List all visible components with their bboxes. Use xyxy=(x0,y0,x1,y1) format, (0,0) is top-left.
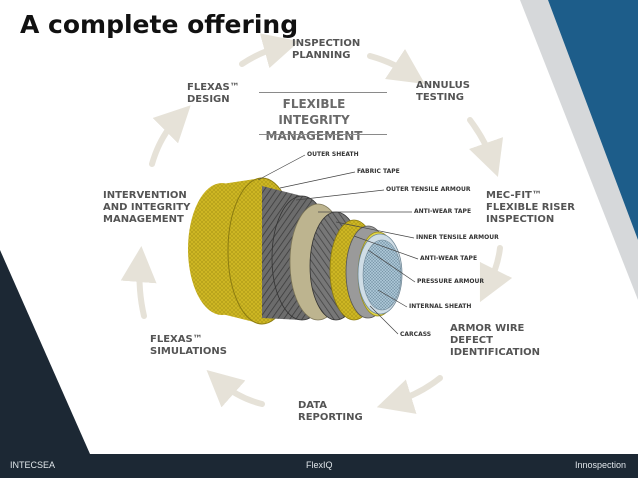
footer-center-text: FlexIQ xyxy=(306,460,333,470)
layer-outer-tensile-armour: OUTER TENSILE ARMOUR xyxy=(386,186,471,193)
center-title: FLEXIBLE INTEGRITY MANAGEMENT xyxy=(265,97,363,143)
layer-anti-wear-tape-outer: ANTI-WEAR TAPE xyxy=(414,208,472,215)
slide-title: A complete offering xyxy=(20,10,299,39)
footer-left-text: INTECSEA xyxy=(10,460,56,470)
arrow-1 xyxy=(367,49,425,84)
step-data-reporting: DATA REPORTING xyxy=(298,400,363,423)
step-flexas-design: FLEXAS™ DESIGN xyxy=(187,82,240,105)
arrow-2 xyxy=(467,117,504,177)
step-armor-wire-defect: ARMOR WIRE DEFECT IDENTIFICATION xyxy=(450,323,541,358)
left-navy-band xyxy=(0,250,90,454)
right-navy-band xyxy=(520,0,638,300)
right-blue-band xyxy=(548,0,638,240)
step-annulus-testing: ANNULUS TESTING xyxy=(416,80,470,103)
arrow-6 xyxy=(120,246,157,319)
footer-bar: INTECSEA FlexIQ Innospection xyxy=(0,454,638,478)
center-rule-top xyxy=(259,92,387,93)
cycle-arrows xyxy=(120,33,513,414)
arrow-7 xyxy=(149,105,191,167)
step-intervention-management: INTERVENTION AND INTEGRITY MANAGEMENT xyxy=(103,190,191,225)
arrow-5 xyxy=(206,370,265,408)
pipe-illustration xyxy=(188,177,403,325)
layer-pressure-armour: PRESSURE ARMOUR xyxy=(417,278,484,285)
layer-anti-wear-tape-inner: ANTI-WEAR TAPE xyxy=(420,255,478,262)
layer-internal-sheath: INTERNAL SHEATH xyxy=(409,303,472,310)
center-rule-bottom xyxy=(259,134,387,135)
layer-leader-lines xyxy=(257,154,419,335)
arrow-3 xyxy=(479,245,513,303)
step-mec-fit-inspection: MEC-FIT™ FLEXIBLE RISER INSPECTION xyxy=(486,190,575,225)
layer-outer-sheath: OUTER SHEATH xyxy=(307,151,359,158)
step-inspection-planning: INSPECTION PLANNING xyxy=(292,38,361,61)
arrow-4 xyxy=(376,375,443,414)
arrow-8 xyxy=(239,33,300,69)
layer-inner-tensile-armour: INNER TENSILE ARMOUR xyxy=(416,234,499,241)
layer-fabric-tape: FABRIC TAPE xyxy=(357,168,400,175)
step-flexas-simulations: FLEXAS™ SIMULATIONS xyxy=(150,334,227,357)
layer-carcass: CARCASS xyxy=(400,331,432,338)
footer-right-text: Innospection xyxy=(574,460,626,470)
